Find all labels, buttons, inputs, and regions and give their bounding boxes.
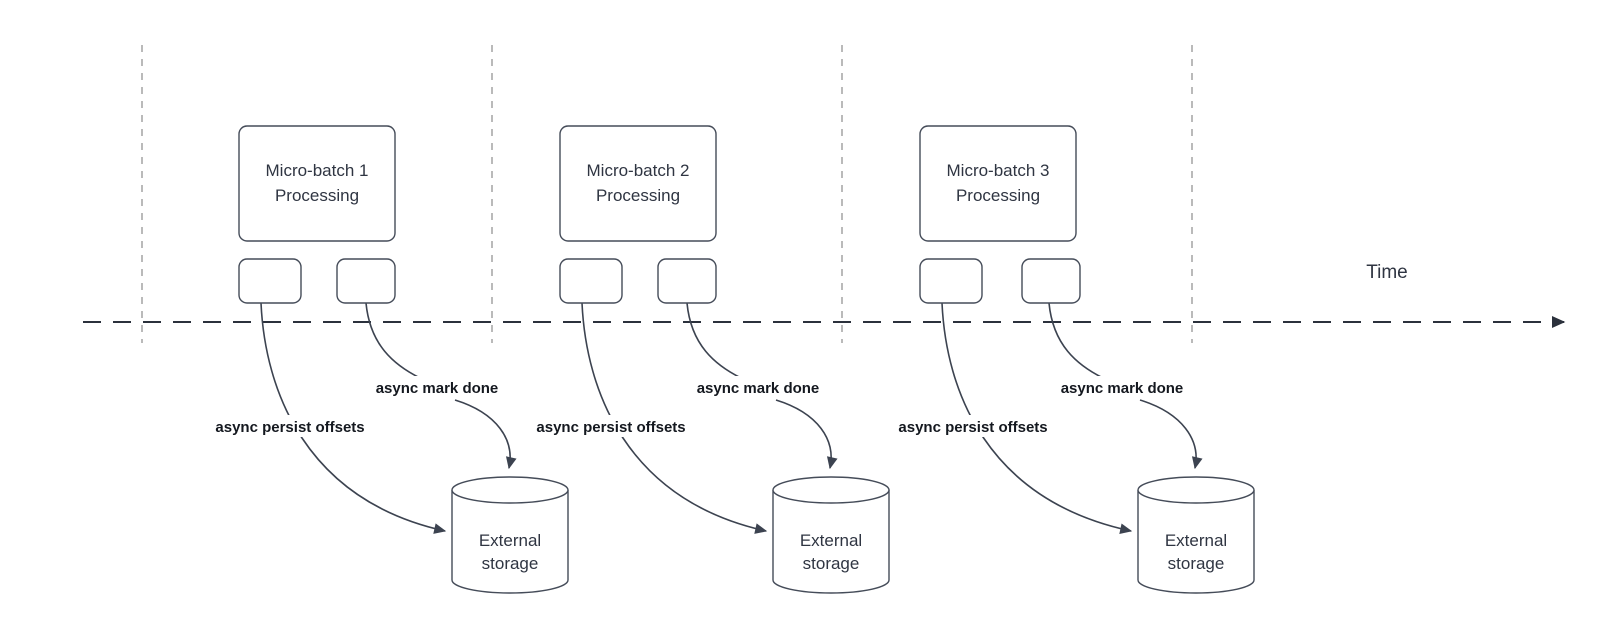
time-axis-label: Time	[1366, 262, 1408, 283]
micro-batch-subtitle: Processing	[275, 186, 359, 205]
external-storage-label-line2: storage	[1168, 554, 1225, 573]
micro-batch-processing-box	[919, 125, 1077, 242]
external-storage-label-line1: External	[800, 531, 862, 550]
async-persist-offsets-label: async persist offsets	[215, 419, 364, 436]
async-mark-done-arrow-start	[1048, 302, 1104, 379]
external-storage-cylinder-top	[1137, 476, 1255, 504]
async-mark-done-label: async mark done	[1061, 380, 1184, 397]
mark-done-task-box	[657, 258, 717, 304]
persist-label-background	[883, 415, 1059, 437]
mark-done-task-box	[1021, 258, 1081, 304]
async-persist-offsets-label: async persist offsets	[536, 419, 685, 436]
async-mark-done-arrow-end	[454, 399, 517, 470]
async-mark-done-arrow-start	[686, 302, 742, 379]
micro-batch-subtitle: Processing	[956, 186, 1040, 205]
async-mark-done-arrow-end	[775, 399, 838, 470]
batch-3-group: Micro-batch 3 Processing async persist o…	[883, 125, 1255, 594]
external-storage-label-line2: storage	[803, 554, 860, 573]
async-persist-offsets-label: async persist offsets	[898, 419, 1047, 436]
micro-batch-title: Micro-batch 1	[266, 161, 369, 180]
mark-done-label-background	[1050, 376, 1196, 397]
external-storage-cylinder-body	[451, 490, 569, 594]
external-storage-label-line2: storage	[482, 554, 539, 573]
external-storage-cylinder-top	[451, 476, 569, 504]
mark-done-label-background	[686, 376, 832, 397]
async-persist-offsets-arrow	[941, 302, 1133, 535]
async-mark-done-label: async mark done	[697, 380, 820, 397]
persist-label-background	[202, 415, 378, 437]
persist-offsets-task-box	[919, 258, 983, 304]
mark-done-task-box	[336, 258, 396, 304]
persist-offsets-task-box	[559, 258, 623, 304]
async-mark-done-arrow-start	[365, 302, 421, 379]
micro-batch-subtitle: Processing	[596, 186, 680, 205]
micro-batch-processing-box	[559, 125, 717, 242]
async-mark-done-arrow-end	[1139, 399, 1203, 470]
external-storage-cylinder-body	[772, 490, 890, 594]
micro-batch-processing-box	[238, 125, 396, 242]
external-storage-cylinder-body	[1137, 490, 1255, 594]
external-storage-label-line1: External	[1165, 531, 1227, 550]
external-storage-cylinder-top	[772, 476, 890, 504]
persist-label-background	[523, 415, 699, 437]
async-mark-done-label: async mark done	[376, 380, 499, 397]
external-storage-label-line1: External	[479, 531, 541, 550]
batch-1-group: Micro-batch 1 Processing async persist o…	[202, 125, 569, 594]
mark-done-label-background	[365, 376, 511, 397]
persist-offsets-task-box	[238, 258, 302, 304]
batch-2-group: Micro-batch 2 Processing async persist o…	[523, 125, 890, 594]
async-persist-offsets-arrow	[581, 302, 768, 534]
micro-batch-title: Micro-batch 3	[947, 161, 1050, 180]
async-persist-offsets-arrow	[260, 302, 447, 534]
micro-batch-title: Micro-batch 2	[587, 161, 690, 180]
